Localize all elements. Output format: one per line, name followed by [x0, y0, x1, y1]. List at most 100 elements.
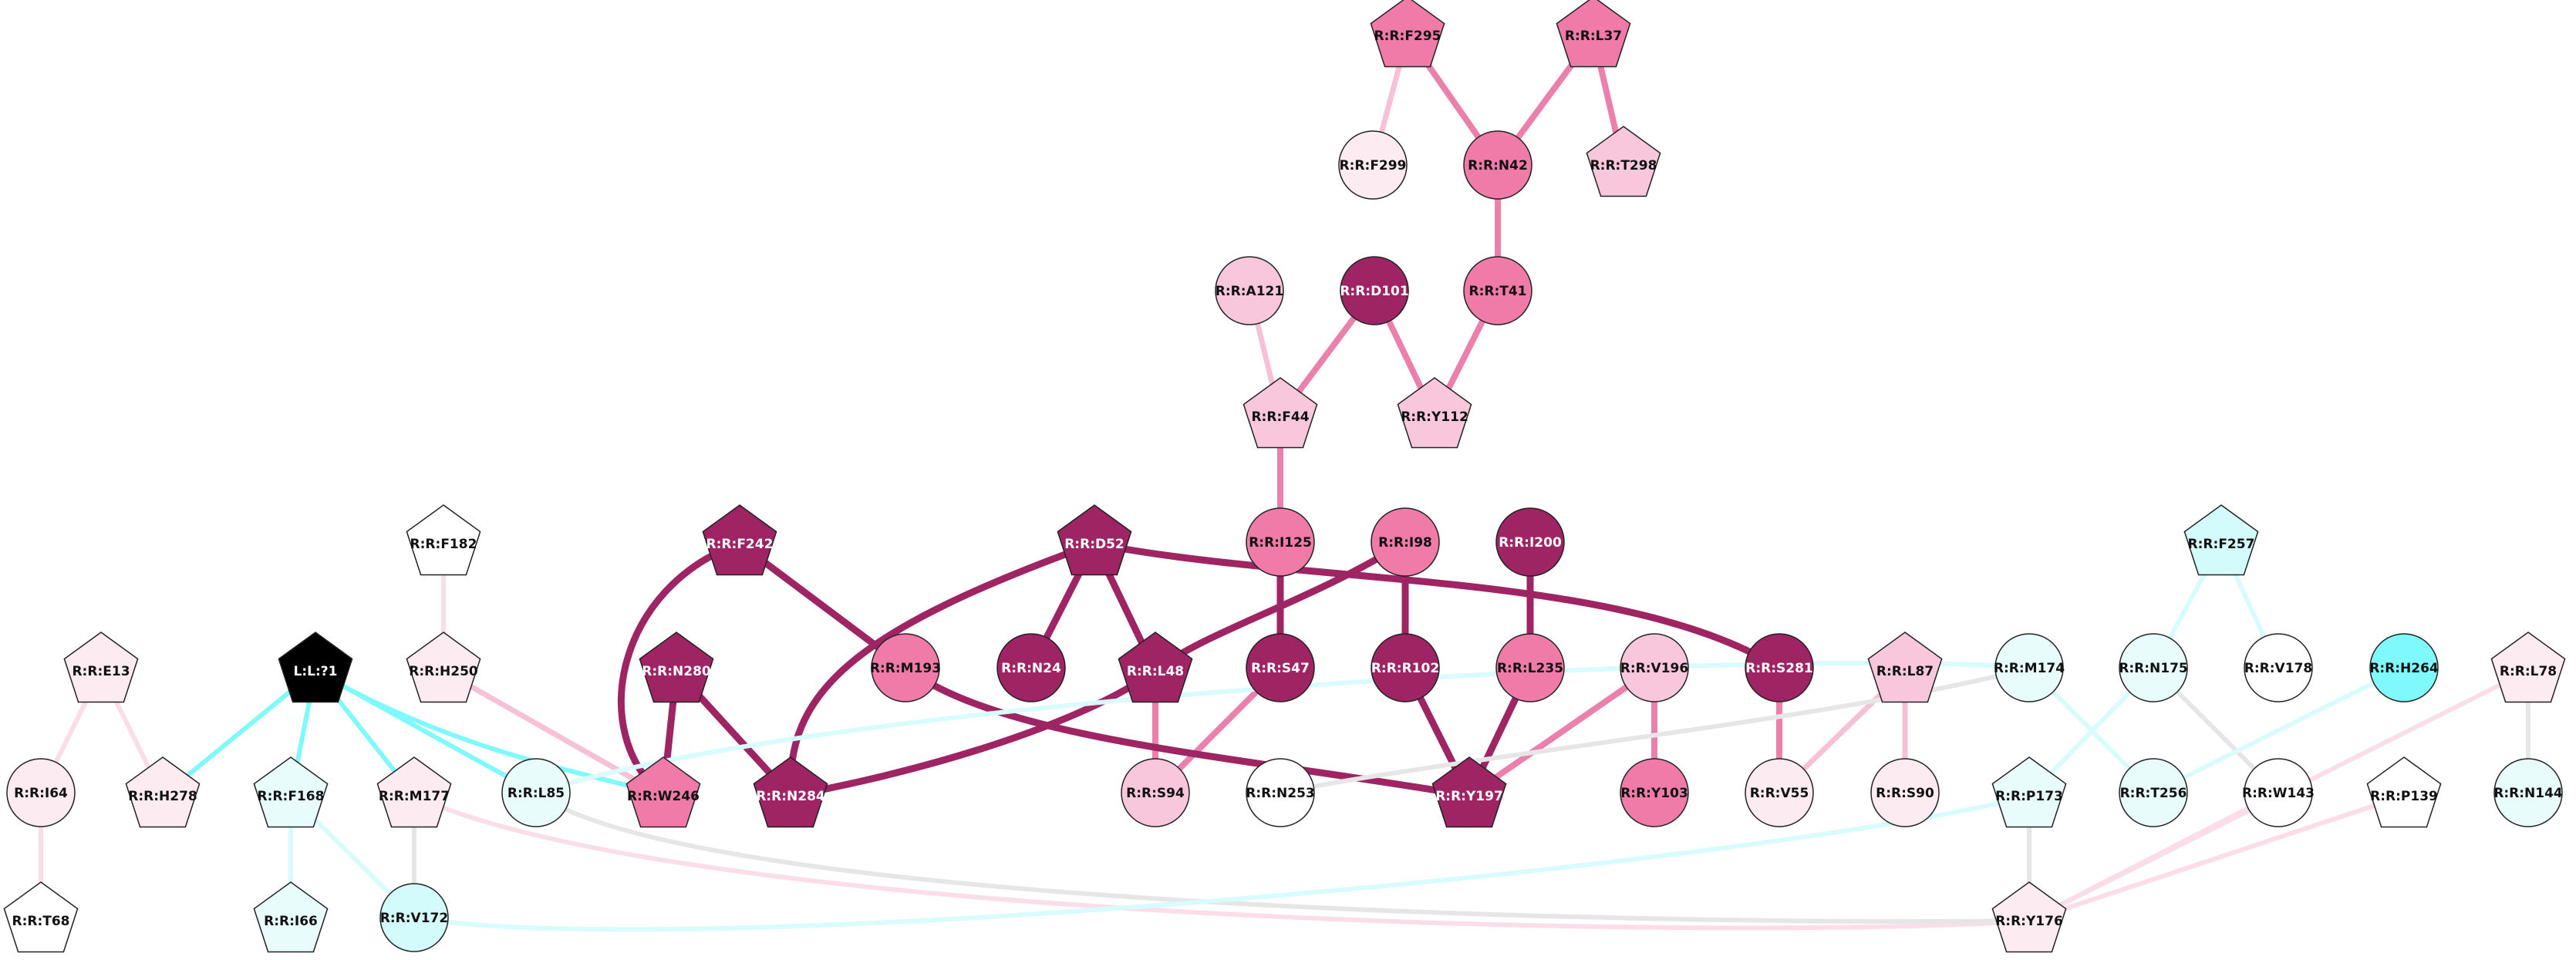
node-label: R:R:V196: [1620, 661, 1688, 676]
node-label: R:R:S90: [1876, 786, 1934, 801]
node-pentagon: [278, 632, 353, 703]
edge-l48-n284: [787, 667, 1159, 800]
node-label: R:R:Y112: [1401, 409, 1468, 425]
node-pentagon: [1867, 632, 1943, 703]
node-s47: R:R:S47: [1246, 633, 1315, 702]
node-pentagon: [1991, 756, 2067, 828]
node-label: R:R:I64: [14, 786, 68, 801]
node-circle: [1246, 758, 1315, 827]
node-f44: R:R:F44: [1242, 377, 1318, 449]
node-f295: R:R:F295: [1370, 0, 1445, 68]
node-v178: R:R:V178: [2244, 633, 2313, 702]
node-label: R:R:N144: [2493, 786, 2563, 801]
node-h278: R:R:H278: [125, 756, 201, 828]
node-label: R:R:Y103: [1620, 786, 1688, 801]
node-n284: R:R:N284: [753, 756, 828, 828]
node-w246: R:R:W246: [625, 756, 701, 828]
node-r102: R:R:R102: [1371, 633, 1440, 702]
edge-m174-n253: [1278, 665, 2031, 795]
node-t256: R:R:T256: [2119, 758, 2188, 827]
node-pentagon: [1556, 0, 1631, 68]
node-pentagon: [1118, 632, 1193, 703]
node-label: R:R:A121: [1216, 284, 1283, 299]
edge-d52-s281: [1091, 540, 1783, 672]
node-h250: R:R:H250: [406, 632, 481, 703]
node-circle: [1495, 507, 1565, 577]
edge-f242-m193: [736, 540, 909, 672]
node-l48: R:R:L48: [1118, 632, 1193, 703]
node-pentagon: [1991, 881, 2067, 953]
node-circle: [1121, 758, 1190, 827]
edge-p139-y176: [2027, 793, 2406, 923]
edge-d52-n284: [787, 540, 1098, 800]
node-label: R:R:I200: [1499, 535, 1562, 551]
node-label: R:R:N280: [642, 664, 711, 679]
node-pentagon: [753, 756, 828, 828]
node-label: R:R:I66: [264, 914, 318, 929]
node-label: R:R:P173: [1995, 789, 2063, 804]
node-label: R:R:S281: [1745, 661, 1813, 676]
node-label: R:R:M174: [1994, 661, 2065, 676]
node-l235: R:R:L235: [1495, 633, 1565, 702]
node-s281: R:R:S281: [1745, 633, 1814, 702]
node-label: R:R:D101: [1340, 284, 1408, 299]
node-m193: R:R:M193: [870, 633, 941, 702]
node-label: R:R:H250: [409, 664, 478, 679]
node-circle: [1870, 758, 1940, 827]
node-label: R:R:Y176: [1995, 914, 2063, 929]
node-v55: R:R:V55: [1745, 758, 1814, 827]
edge-v196-y197: [1466, 665, 1657, 799]
node-p173: R:R:P173: [1991, 756, 2067, 828]
node-circle: [6, 758, 76, 827]
node-pentagon: [406, 504, 481, 576]
node-label: R:R:F257: [2188, 537, 2255, 552]
node-pentagon: [702, 504, 777, 576]
node-label: R:R:P139: [2370, 789, 2438, 804]
node-i66: R:R:I66: [253, 881, 329, 953]
node-label: R:R:N42: [1468, 158, 1528, 173]
node-w143: R:R:W143: [2242, 758, 2315, 827]
node-pentagon: [406, 632, 481, 703]
node-l85: R:R:L85: [501, 758, 571, 827]
node-pentagon: [125, 756, 201, 828]
node-label: R:R:M193: [870, 661, 941, 676]
node-m174: R:R:M174: [1994, 633, 2065, 702]
node-label: R:R:F295: [1374, 29, 1441, 44]
node-circle: [1463, 256, 1532, 325]
node-h264: R:R:H264: [2369, 633, 2439, 702]
node-circle: [379, 883, 449, 952]
node-label: R:R:T298: [1590, 158, 1657, 173]
node-circle: [1215, 256, 1284, 325]
node-circle: [1745, 633, 1814, 702]
node-label: R:R:W143: [2242, 786, 2315, 801]
node-circle: [1620, 758, 1689, 827]
node-n175: R:R:N175: [2119, 633, 2188, 702]
node-pentagon: [2183, 504, 2259, 576]
node-circle: [1338, 130, 1408, 200]
node-n144: R:R:N144: [2493, 758, 2563, 827]
node-label: R:R:L85: [507, 786, 565, 801]
node-i98: R:R:I98: [1371, 507, 1440, 577]
node-label: R:R:V178: [2244, 661, 2312, 676]
node-label: R:R:L78: [2500, 664, 2557, 679]
node-f168: R:R:F168: [253, 756, 329, 828]
edge-m193-y197: [902, 664, 1473, 800]
node-label: R:R:L235: [1497, 661, 1563, 676]
node-y103: R:R:Y103: [1620, 758, 1689, 827]
node-pentagon: [2366, 756, 2442, 828]
node-label: R:R:D52: [1064, 537, 1124, 552]
node-circle: [2119, 633, 2188, 702]
node-label: R:R:W246: [627, 789, 700, 804]
node-circle: [1495, 633, 1565, 702]
node-pentagon: [1586, 126, 1661, 197]
node-f257: R:R:F257: [2183, 504, 2259, 576]
node-label: R:R:F299: [1340, 158, 1407, 173]
node-d52: R:R:D52: [1057, 504, 1132, 576]
node-label: R:R:I125: [1249, 535, 1312, 551]
node-i200: R:R:I200: [1495, 507, 1565, 577]
node-pentagon: [3, 881, 79, 953]
node-label: R:R:F242: [706, 537, 774, 552]
node-y112: R:R:Y112: [1397, 377, 1472, 449]
node-circle: [2493, 758, 2563, 827]
